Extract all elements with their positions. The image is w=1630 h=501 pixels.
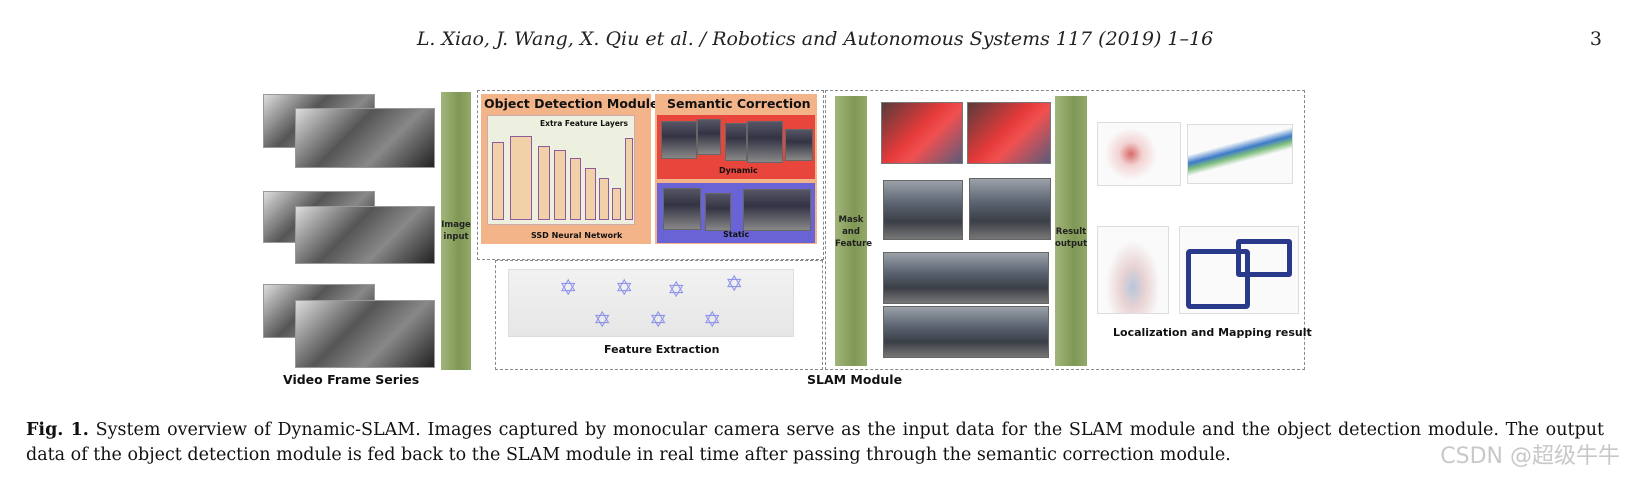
- layer-conv10: [599, 178, 609, 220]
- watermark: CSDN @超级牛牛: [1440, 438, 1620, 470]
- video-frames-label: Video Frame Series: [283, 372, 419, 387]
- trajectory-loop: [1236, 239, 1292, 277]
- figure-caption: Fig. 1. System overview of Dynamic-SLAM.…: [26, 418, 1604, 468]
- mask-feature-label-3: Feature: [835, 238, 867, 250]
- star-icon: ✡: [593, 308, 611, 333]
- semantic-correction-module: Semantic Correction Dynamic Static: [655, 94, 817, 244]
- result-output-label-1: Result: [1055, 226, 1087, 238]
- ssd-network-label: SSD Neural Network: [531, 231, 622, 240]
- slam-image-1: [881, 102, 963, 164]
- feature-extraction-label: Feature Extraction: [604, 343, 719, 356]
- slam-image-5: [883, 252, 1049, 304]
- mask-feature-label-2: and: [835, 226, 867, 238]
- dynamic-image-5: [785, 129, 813, 161]
- slam-image-3: [883, 180, 963, 240]
- layer-conv11: [612, 188, 621, 220]
- object-detection-module: Object Detection Module Extra Feature La…: [481, 94, 651, 244]
- static-image-3: [743, 189, 811, 231]
- mask-feature-bar: Mask and Feature: [835, 96, 867, 366]
- layer-conv8: [570, 158, 581, 220]
- image-input-label-1: Image: [441, 219, 471, 231]
- dynamic-label: Dynamic: [719, 166, 758, 175]
- running-header: L. Xiao, J. Wang, X. Qiu et al. / Roboti…: [0, 28, 1630, 50]
- layer-conv9: [585, 168, 596, 220]
- map-result-4: [1179, 226, 1299, 314]
- layer-image: [492, 142, 504, 220]
- static-image-1: [663, 188, 701, 230]
- result-output-label-2: output: [1055, 238, 1087, 250]
- dynamic-image-3: [725, 123, 747, 161]
- layer-conv6: [538, 146, 550, 220]
- page-number: 3: [1590, 28, 1602, 50]
- result-output-bar: Result output: [1055, 96, 1087, 366]
- localization-label: Localization and Mapping result: [1113, 326, 1312, 339]
- layer-vgg16: [510, 136, 532, 220]
- caption-fig-label: Fig. 1.: [26, 420, 89, 440]
- feature-plane: ✡ ✡ ✡ ✡ ✡ ✡ ✡: [508, 269, 794, 337]
- figure: Video Frame Series Image input Object De…: [255, 86, 1315, 396]
- star-icon: ✡: [703, 308, 721, 333]
- map-result-1: [1097, 122, 1181, 186]
- layer-detection: [625, 138, 633, 220]
- static-image-2: [705, 193, 731, 231]
- video-frame-stack-1b: [295, 108, 435, 168]
- dynamic-image-4: [747, 121, 783, 163]
- static-panel: Static: [657, 183, 815, 243]
- map-result-3: [1097, 226, 1169, 314]
- caption-text: System overview of Dynamic-SLAM. Images …: [26, 420, 1604, 465]
- video-frame-stack-3b: [295, 300, 435, 368]
- mask-feature-label-1: Mask: [835, 214, 867, 226]
- star-icon: ✡: [667, 278, 685, 303]
- star-icon: ✡: [615, 276, 633, 301]
- object-detection-title: Object Detection Module: [484, 96, 659, 111]
- star-icon: ✡: [649, 308, 667, 333]
- feature-extraction-box: ✡ ✡ ✡ ✡ ✡ ✡ ✡ Feature Extraction: [495, 260, 823, 370]
- map-result-2: [1187, 124, 1293, 184]
- dynamic-panel: Dynamic: [657, 115, 815, 179]
- star-icon: ✡: [559, 276, 577, 301]
- semantic-correction-title: Semantic Correction: [667, 96, 811, 111]
- star-icon: ✡: [725, 272, 743, 297]
- extra-layers-label: Extra Feature Layers: [540, 119, 628, 128]
- dynamic-image-2: [697, 119, 721, 155]
- video-frame-stack-2b: [295, 206, 435, 264]
- slam-image-6: [883, 306, 1049, 358]
- slam-image-2: [967, 102, 1051, 164]
- slam-image-4: [969, 178, 1051, 240]
- static-label: Static: [723, 230, 749, 239]
- ssd-network-panel: Extra Feature Layers: [487, 115, 635, 225]
- slam-module-label: SLAM Module: [807, 372, 902, 387]
- image-input-bar: Image input: [441, 92, 471, 370]
- layer-conv7: [554, 150, 566, 220]
- image-input-label-2: input: [441, 231, 471, 243]
- dynamic-image-1: [661, 121, 697, 159]
